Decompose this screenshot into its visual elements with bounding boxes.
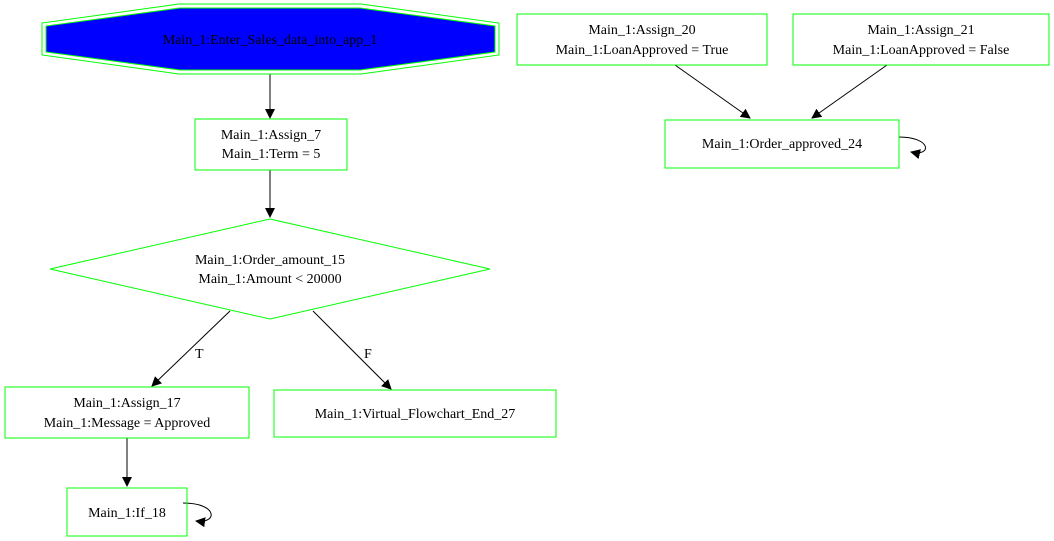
node-label-line2: Main_1:Amount < 20000: [198, 272, 341, 287]
start-octagon-outer: [41, 3, 500, 75]
node-box: [4, 386, 250, 439]
node-label: Main_1:Order_approved_24: [702, 137, 862, 152]
edge-label-false: F: [364, 347, 372, 362]
node-box: [66, 487, 188, 537]
edge-assign20-to-order-approved: [674, 64, 751, 119]
node-order-amount-15[interactable]: Main_1:Order_amount_15 Main_1:Amount < 2…: [49, 218, 491, 320]
node-label: Main_1:Virtual_Flowchart_End_27: [315, 407, 516, 422]
node-label-line1: Main_1:Assign_17: [73, 396, 180, 411]
node-label: Main_1:If_18: [88, 506, 166, 521]
node-virtual-flowchart-end-27[interactable]: Main_1:Virtual_Flowchart_End_27: [273, 389, 557, 438]
node-if-18[interactable]: Main_1:If_18: [66, 487, 188, 537]
node-box: [792, 13, 1050, 66]
edges: [122, 64, 927, 528]
node-assign-17[interactable]: Main_1:Assign_17 Main_1:Message = Approv…: [4, 386, 250, 439]
node-label-line2: Main_1:LoanApproved = False: [833, 43, 1010, 58]
edge-order-approved-self-loop: [898, 136, 927, 159]
node-label-line1: Main_1:Order_amount_15: [195, 253, 345, 268]
edge-assign21-to-order-approved: [811, 64, 888, 119]
node-label-line2: Main_1:Term = 5: [222, 147, 321, 162]
node-order-approved-24[interactable]: Main_1:Order_approved_24: [664, 119, 900, 169]
node-label-line1: Main_1:Assign_7: [221, 128, 321, 143]
node-assign-21[interactable]: Main_1:Assign_21 Main_1:LoanApproved = F…: [792, 13, 1050, 66]
edge-order-amount-to-assign17: [151, 310, 231, 387]
node-box: [194, 118, 348, 171]
node-assign-7[interactable]: Main_1:Assign_7 Main_1:Term = 5: [194, 118, 348, 171]
decision-diamond: [49, 218, 491, 320]
node-label-line2: Main_1:LoanApproved = True: [556, 43, 729, 58]
edge-order-amount-to-virtual-end: [312, 310, 392, 390]
node-label-line1: Main_1:Assign_20: [588, 23, 695, 38]
edge-label-true: T: [195, 347, 204, 362]
node-assign-20[interactable]: Main_1:Assign_20 Main_1:LoanApproved = T…: [516, 13, 768, 66]
node-enter-sales-data[interactable]: Main_1:Enter_Sales_data_into_app_1: [41, 3, 500, 75]
node-label: Main_1:Enter_Sales_data_into_app_1: [163, 33, 378, 48]
node-box: [273, 389, 557, 438]
node-label-line2: Main_1:Message = Approved: [44, 416, 211, 431]
node-label-line1: Main_1:Assign_21: [867, 23, 974, 38]
node-box: [664, 119, 900, 169]
start-octagon-inner: [45, 7, 496, 71]
edge-if18-self-loop: [182, 502, 212, 528]
node-box: [516, 13, 768, 66]
